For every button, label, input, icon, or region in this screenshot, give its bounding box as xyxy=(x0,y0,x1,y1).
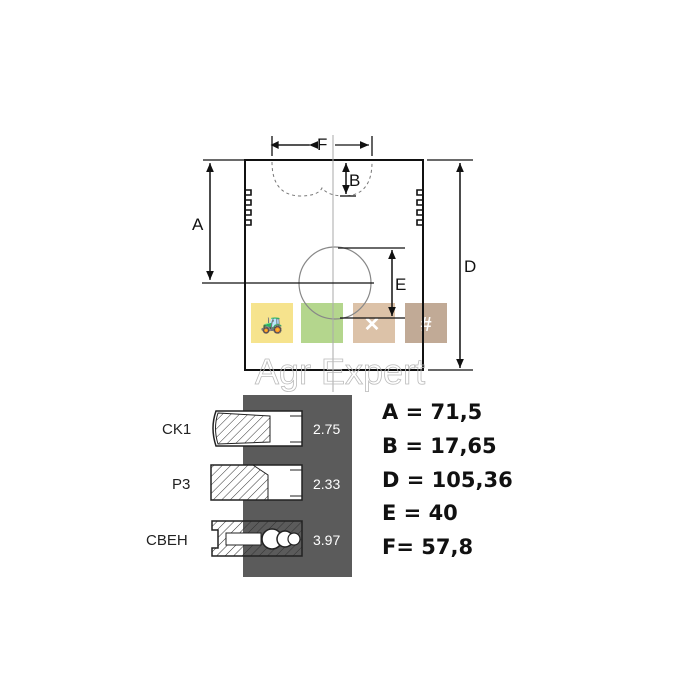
dim-label-d: D xyxy=(464,257,476,276)
spec-b: B = 17,65 xyxy=(382,434,497,458)
ring-thickness: 3.97 xyxy=(313,532,340,548)
watermark-icons: 🚜 ✕ # xyxy=(251,303,447,343)
fence-icon xyxy=(405,303,447,343)
dim-label-b: B xyxy=(349,171,360,190)
ring-p3 xyxy=(210,464,303,501)
ring-thickness: 2.33 xyxy=(313,476,340,492)
svg-text:#: # xyxy=(420,314,431,336)
tractor-icon xyxy=(251,303,293,343)
dim-label-a: A xyxy=(192,215,204,234)
ring-label: CK1 xyxy=(162,421,191,438)
spec-f: F= 57,8 xyxy=(382,535,473,559)
ring-cbeh xyxy=(211,520,303,557)
spec-a: A = 71,5 xyxy=(382,400,482,424)
valve-pocket xyxy=(271,161,373,197)
watermark-text: Agr Expert xyxy=(255,351,425,392)
spec-e: E = 40 xyxy=(382,501,458,525)
dim-label-e: E xyxy=(395,275,406,294)
ring-ck1 xyxy=(212,410,303,447)
dimension-lines xyxy=(202,136,473,371)
ring-label: CBEH xyxy=(146,532,188,549)
wheelbarrow-icon xyxy=(301,303,343,343)
piston-outline xyxy=(244,159,424,371)
spec-d: D = 105,36 xyxy=(382,468,513,492)
ring-label: P3 xyxy=(172,476,190,493)
svg-text:🚜: 🚜 xyxy=(261,314,283,334)
ring-thickness: 2.75 xyxy=(313,421,340,437)
dim-label-f: F xyxy=(317,135,327,154)
svg-text:✕: ✕ xyxy=(364,314,381,336)
